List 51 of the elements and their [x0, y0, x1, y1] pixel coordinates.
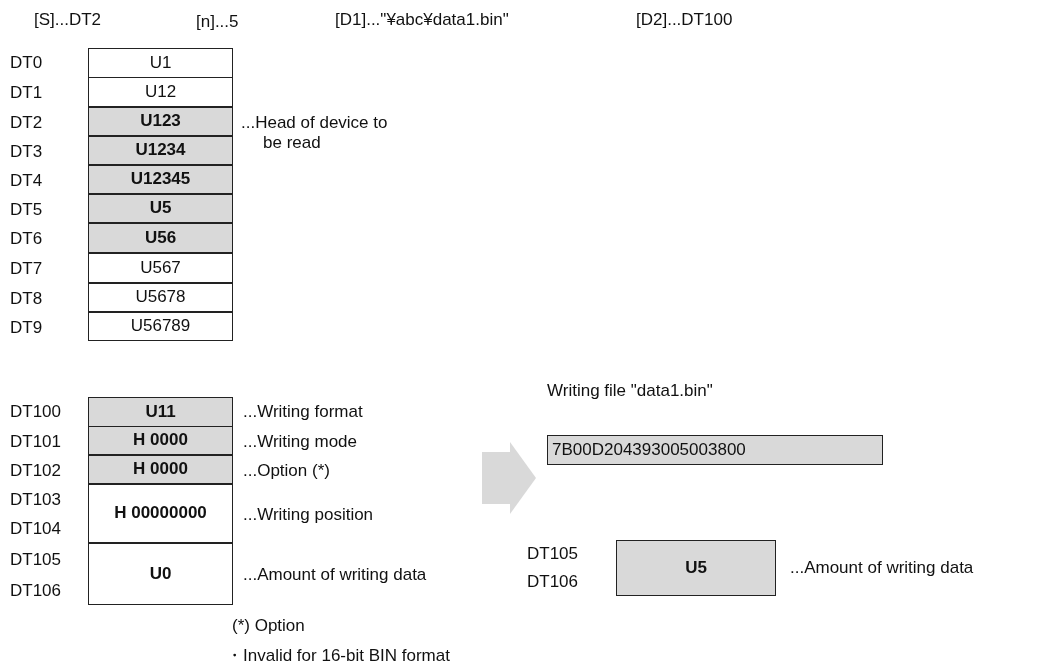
parameter-label: [S]...DT2 [34, 10, 102, 30]
annotation: ...Writing format [243, 402, 364, 422]
register-cell: H 0000 [88, 425, 233, 455]
file-heading: Writing file "data1.bin" [547, 381, 713, 401]
register-address: DT1 [10, 83, 43, 103]
register-cell: U5678 [88, 282, 233, 312]
register-cell: U12 [88, 76, 233, 107]
register-address: DT0 [10, 53, 43, 73]
register-address: DT2 [10, 112, 43, 133]
register-cell: H 00000000 [88, 483, 233, 543]
register-cell: U12345 [88, 164, 233, 194]
register-cell: U1 [88, 48, 233, 78]
annotation: ...Amount of writing data [243, 565, 428, 585]
register-address: DT106 [10, 580, 62, 601]
note: ・Invalid for 16-bit BIN format [226, 646, 450, 666]
register-address: DT104 [10, 519, 62, 540]
register-cell: U11 [88, 397, 233, 427]
register-address: DT3 [10, 141, 43, 162]
file-data-box: 7B00D204393005003800 [547, 435, 883, 465]
register-cell: U5 [88, 193, 233, 223]
annotation: ...Head of device to be read [241, 112, 389, 153]
annotation: ...Option (*) [243, 460, 331, 481]
register-cell: U1234 [88, 135, 233, 165]
register-address: DT102 [10, 460, 62, 481]
annotation: ...Amount of writing data [790, 558, 975, 578]
block-arrow [482, 442, 536, 514]
register-address: DT101 [10, 431, 62, 452]
register-cell: U56789 [88, 311, 233, 341]
register-cell: H 0000 [88, 454, 233, 484]
register-address: DT4 [10, 170, 43, 191]
parameter-label: [n]...5 [196, 12, 239, 32]
register-cell: U56 [88, 222, 233, 253]
annotation: ...Writing position [243, 504, 375, 525]
register-cell: U5 [616, 540, 776, 596]
register-cell: U567 [88, 252, 233, 283]
note: (*) Option [232, 616, 305, 636]
parameter-label: [D1]..."¥abc¥data1.bin" [335, 10, 509, 30]
register-address: DT103 [10, 489, 62, 510]
register-address: DT9 [10, 317, 43, 338]
register-address: DT100 [10, 402, 62, 422]
register-address: DT105 [527, 544, 579, 564]
register-address: DT106 [527, 572, 579, 592]
annotation: ...Writing mode [243, 431, 358, 452]
parameter-label: [D2]...DT100 [636, 10, 733, 30]
register-cell: U0 [88, 542, 233, 605]
register-address: DT5 [10, 199, 43, 220]
register-address: DT8 [10, 288, 43, 309]
register-address: DT7 [10, 259, 43, 279]
register-address: DT105 [10, 549, 62, 570]
register-address: DT6 [10, 229, 43, 249]
register-cell: U123 [88, 106, 233, 136]
